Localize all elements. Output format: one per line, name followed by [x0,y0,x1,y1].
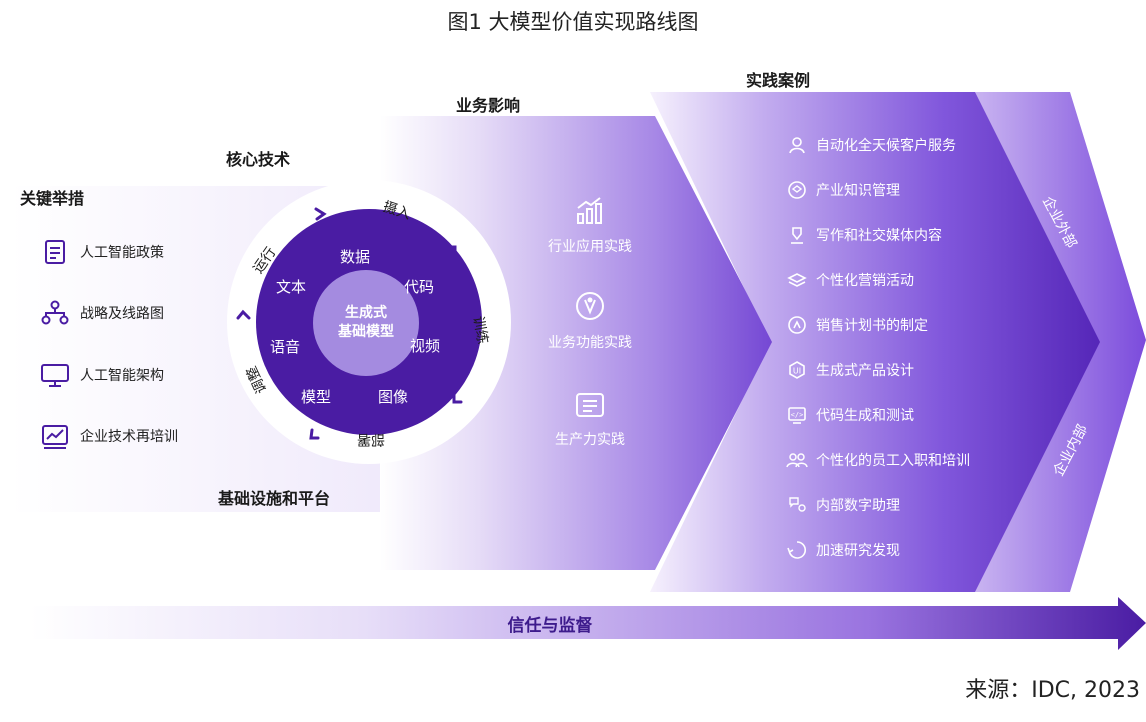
center-line-1: 生成式 [345,305,387,321]
trust-label: 信任与监督 [507,616,593,636]
section-infra: 基础设施和平台 [218,489,331,508]
svg-text:</>: </> [791,411,804,419]
core-word-text: 文本 [276,278,307,296]
bar-growth-icon [520,196,660,230]
core-word-code: 代码 [404,278,435,296]
ring-word-deploy: 部署 [357,431,385,447]
list-icon [520,391,660,423]
impact-item: 行业应用实践 [520,196,660,256]
document-icon [40,237,70,267]
center-line-2: 基础模型 [338,324,394,340]
case-label: 内部数字助理 [816,498,900,514]
trend-chart-icon [40,421,70,451]
impact-label: 业务功能实践 [548,335,632,351]
ring-arrow-icon [452,393,463,404]
case-item: 内部数字助理 [786,493,900,517]
ring-arrow-icon [314,207,327,221]
case-item: 个性化的员工入职和培训 [786,448,970,472]
layers-icon [786,269,808,291]
case-label: 销售计划书的制定 [816,318,928,334]
sales-icon [786,314,808,336]
ring-arrow-icon [309,428,320,440]
org-chart-icon [40,298,70,328]
case-label: 个性化的员工入职和培训 [816,453,970,469]
ring-arrow-icon [446,245,457,256]
cases-chevron [650,92,1100,592]
case-item: 个性化营销活动 [786,268,914,292]
case-label: 生成式产品设计 [816,363,914,379]
core-word-data: 数据 [340,248,371,266]
section-cases: 实践案例 [746,71,811,90]
monitor-icon [40,360,70,390]
case-label: 代码生成和测试 [816,408,914,424]
impact-chevron [380,116,772,570]
case-item: 产业知识管理 [786,178,900,202]
action-label: 战略及线路图 [80,306,164,322]
research-icon [786,539,808,561]
core-word-speech: 语音 [270,338,301,356]
gauge-icon [520,290,660,326]
action-label: 企业技术再培训 [80,429,178,445]
foundation-model-center [313,270,419,376]
action-item: 人工智能架构 [40,360,240,390]
svg-text:UI: UI [793,367,801,376]
case-item: 销售计划书的制定 [786,313,928,337]
user-icon [786,134,808,156]
case-label: 个性化营销活动 [816,273,914,289]
case-item: 自动化全天候客户服务 [786,133,956,157]
section-impact: 业务影响 [456,96,521,115]
case-label: 产业知识管理 [816,183,900,199]
figure-title: 图1 大模型价值实现路线图 [447,10,699,34]
action-item: 企业技术再培训 [40,421,240,451]
ring-arrow-icon [236,309,251,320]
impact-label: 行业应用实践 [548,239,632,255]
action-item: 人工智能政策 [40,237,240,267]
team-icon [786,449,808,471]
case-item: 加速研究发现 [786,538,900,562]
action-label: 人工智能政策 [80,245,164,261]
pen-icon [786,224,808,246]
assistant-icon [786,494,808,516]
code-icon: </> [786,404,808,426]
knowledge-icon [786,179,808,201]
action-label: 人工智能架构 [80,368,164,384]
trust-arrow [30,597,1146,650]
impact-item: 生产力实践 [520,391,660,449]
impact-item: 业务功能实践 [520,290,660,352]
core-word-model: 模型 [301,388,332,406]
source-note: 来源：IDC, 2023 [965,678,1140,703]
action-item: 战略及线路图 [40,298,240,328]
case-label: 自动化全天候客户服务 [816,138,956,154]
impact-label: 生产力实践 [555,432,625,448]
section-core-tech: 核心技术 [226,150,291,169]
core-word-video: 视频 [410,337,441,355]
center-label: 生成式 基础模型 [316,304,416,342]
design-icon: UI [786,359,808,381]
core-word-image: 图像 [378,388,409,406]
section-actions: 关键举措 [20,189,85,208]
case-item: 写作和社交媒体内容 [786,223,942,247]
case-item: UI 生成式产品设计 [786,358,914,382]
case-label: 加速研究发现 [816,543,900,559]
case-item: </> 代码生成和测试 [786,403,914,427]
case-label: 写作和社交媒体内容 [816,228,942,244]
